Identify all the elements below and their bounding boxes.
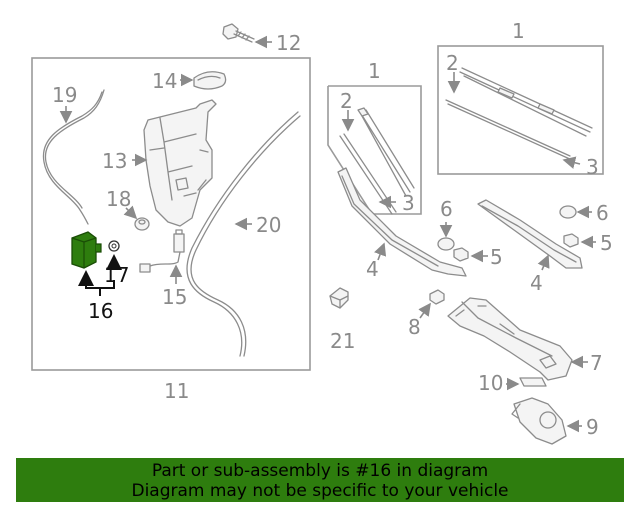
wiper-blade-box-right xyxy=(437,45,604,175)
washer-nozzle-part xyxy=(329,287,349,309)
wiper-blade-part-right xyxy=(445,67,593,161)
washer-reservoir-part xyxy=(143,99,217,227)
callout-16: 16 xyxy=(88,299,113,323)
grommet-part xyxy=(134,217,150,231)
callout-6-left: 6 xyxy=(440,197,453,221)
arm-cap-part-left xyxy=(437,237,455,251)
callout-18: 18 xyxy=(106,187,131,211)
parts-diagram: 12 14 19 13 18 17 16 15 20 11 1 2 3 1 2 … xyxy=(31,19,613,445)
callout-6-right: 6 xyxy=(596,201,609,225)
callout-1-right: 1 xyxy=(512,19,525,43)
arm-cap-part-right xyxy=(559,205,577,219)
callout-2-right: 2 xyxy=(446,51,459,75)
callout-7: 7 xyxy=(590,351,603,375)
callout-15: 15 xyxy=(162,285,187,309)
callout-17: 17 xyxy=(104,263,129,287)
arm-nut-part-left xyxy=(453,247,469,262)
callout-13: 13 xyxy=(102,149,127,173)
callout-12: 12 xyxy=(276,31,301,55)
wiper-blade-part-left xyxy=(339,107,415,215)
callout-3-left: 3 xyxy=(402,191,415,215)
linkage-nut-part xyxy=(429,289,445,305)
callout-4-left: 4 xyxy=(366,257,379,281)
callout-20: 20 xyxy=(256,213,281,237)
pump-seal-part xyxy=(108,240,120,252)
washer-hose-part xyxy=(42,91,103,225)
reservoir-cap-part xyxy=(193,71,227,90)
callout-5-right: 5 xyxy=(600,231,613,255)
callout-9: 9 xyxy=(586,415,599,439)
washer-pump-part-highlighted xyxy=(71,231,102,269)
wiper-motor-part xyxy=(511,397,567,445)
callout-2-left: 2 xyxy=(340,89,353,113)
notice-line-part: Part or sub-assembly is #16 in diagram xyxy=(151,461,489,481)
wiper-blade-box-left xyxy=(327,85,422,215)
wiper-linkage-part xyxy=(447,297,573,381)
wiper-arm-part-left xyxy=(337,167,467,277)
wiper-arm-part-right xyxy=(477,199,583,269)
callout-21: 21 xyxy=(330,329,355,353)
callout-10: 10 xyxy=(478,371,503,395)
reservoir-assembly-box xyxy=(31,57,311,371)
motor-bracket-part xyxy=(519,377,547,387)
callout-11: 11 xyxy=(164,379,189,403)
level-sensor-part xyxy=(139,229,185,273)
highlight-notice-banner: Part or sub-assembly is #16 in diagram D… xyxy=(16,458,624,502)
callout-14: 14 xyxy=(152,69,177,93)
long-washer-hose-part xyxy=(190,115,301,357)
callout-3-right: 3 xyxy=(586,155,599,179)
notice-line-disclaimer: Diagram may not be specific to your vehi… xyxy=(131,481,509,501)
callout-4-right: 4 xyxy=(530,271,543,295)
callout-8: 8 xyxy=(408,315,421,339)
callout-5-left: 5 xyxy=(490,245,503,269)
callout-1-left: 1 xyxy=(368,59,381,83)
callout-19: 19 xyxy=(52,83,77,107)
arm-nut-part-right xyxy=(563,233,579,248)
bolt-part xyxy=(222,23,255,43)
